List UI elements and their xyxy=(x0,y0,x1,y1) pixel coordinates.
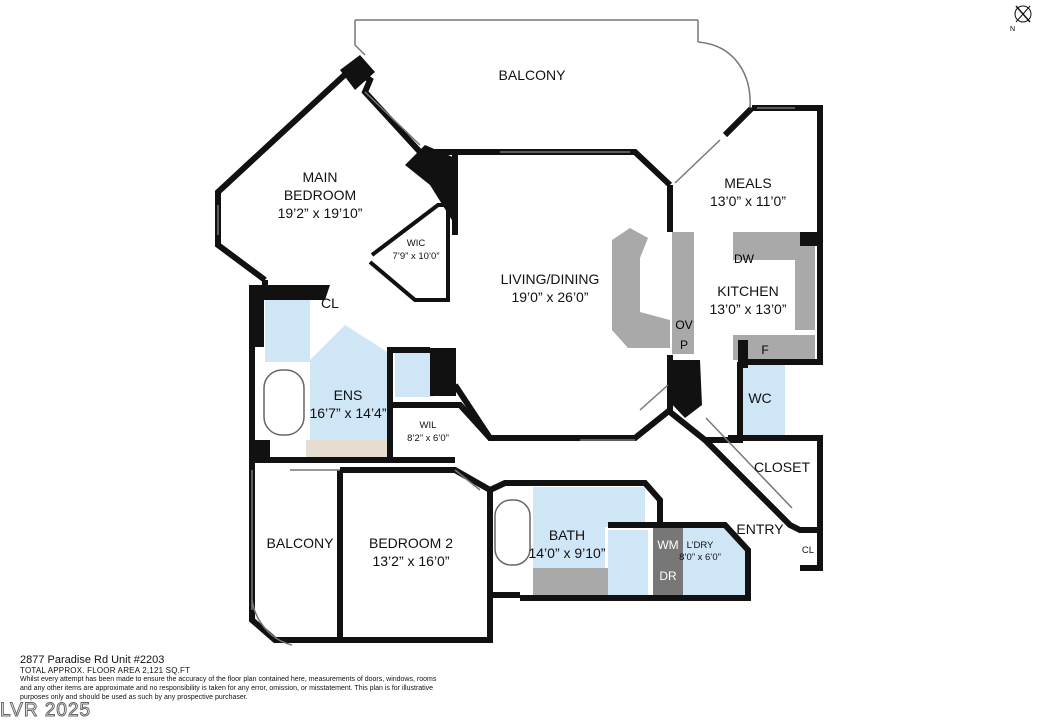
laundry-label: L’DRY xyxy=(687,540,714,551)
north-arrow-icon: N xyxy=(1006,2,1036,33)
wall-blocks xyxy=(250,55,820,460)
dishwasher-label: DW xyxy=(734,252,755,266)
kitchen-dims: 13’0” x 13’0” xyxy=(709,301,786,317)
wet-areas xyxy=(265,300,785,598)
main-bedroom-dims: 19’2” x 19’10” xyxy=(278,205,363,221)
floor-area: TOTAL APPROX. FLOOR AREA 2,121 SQ.FT xyxy=(20,666,191,675)
cl-main-label: CL xyxy=(321,295,339,311)
bath-label: BATH xyxy=(549,527,585,543)
cl-entry-label: CL xyxy=(802,545,814,556)
plan-footer: 2877 Paradise Rd Unit #2203 TOTAL APPROX… xyxy=(20,654,440,702)
main-bedroom-label-1: MAIN xyxy=(303,169,338,185)
wic-label: WIC xyxy=(407,238,426,249)
ens-label: ENS xyxy=(334,387,363,403)
north-label: N xyxy=(1010,26,1015,32)
fridge-label: F xyxy=(761,343,768,357)
closet-label: CLOSET xyxy=(754,459,810,475)
main-bedroom-label-2: BEDROOM xyxy=(284,187,356,203)
meals-dims: 13’0” x 11’0” xyxy=(710,193,786,209)
balcony-top-label: BALCONY xyxy=(499,67,567,83)
wic-walls xyxy=(368,203,450,302)
room-labels: BALCONY MAIN BEDROOM 19’2” x 19’10” WIC … xyxy=(267,67,815,569)
entry-label: ENTRY xyxy=(736,521,784,537)
thin-lines xyxy=(217,19,795,646)
disclaimer: Whilst every attempt has been made to en… xyxy=(20,676,437,701)
pantry-label: P xyxy=(680,338,688,352)
dryer-label: DR xyxy=(659,569,677,583)
wil-dims: 8’2” x 6’0” xyxy=(407,433,449,444)
wc-label: WC xyxy=(748,390,771,406)
watermark: LVR 2025 xyxy=(0,700,92,722)
wic-dims: 7’9” x 10’0” xyxy=(393,251,440,262)
address: 2877 Paradise Rd Unit #2203 xyxy=(20,654,165,666)
living-dining-dims: 19’0” x 26’0” xyxy=(511,289,588,305)
balcony-left-label: BALCONY xyxy=(267,535,335,551)
wil-label: WIL xyxy=(420,420,437,431)
bedroom2-label: BEDROOM 2 xyxy=(369,535,453,551)
laundry-dims: 8’0” x 6’0” xyxy=(679,552,721,563)
ens-dims: 16’7” x 14’4” xyxy=(309,405,386,421)
washer-label: WM xyxy=(657,538,678,552)
kitchen-label: KITCHEN xyxy=(717,283,778,299)
bath-dims: 14’0” x 9’10” xyxy=(528,545,605,561)
living-dining-label: LIVING/DINING xyxy=(501,271,600,287)
fixture-labels: DW OV P F WM DR xyxy=(657,252,768,583)
bedroom2-dims: 13’2” x 16’0” xyxy=(372,553,449,569)
oven-label: OV xyxy=(675,318,692,332)
bathtubs xyxy=(263,369,531,566)
meals-label: MEALS xyxy=(724,175,771,191)
